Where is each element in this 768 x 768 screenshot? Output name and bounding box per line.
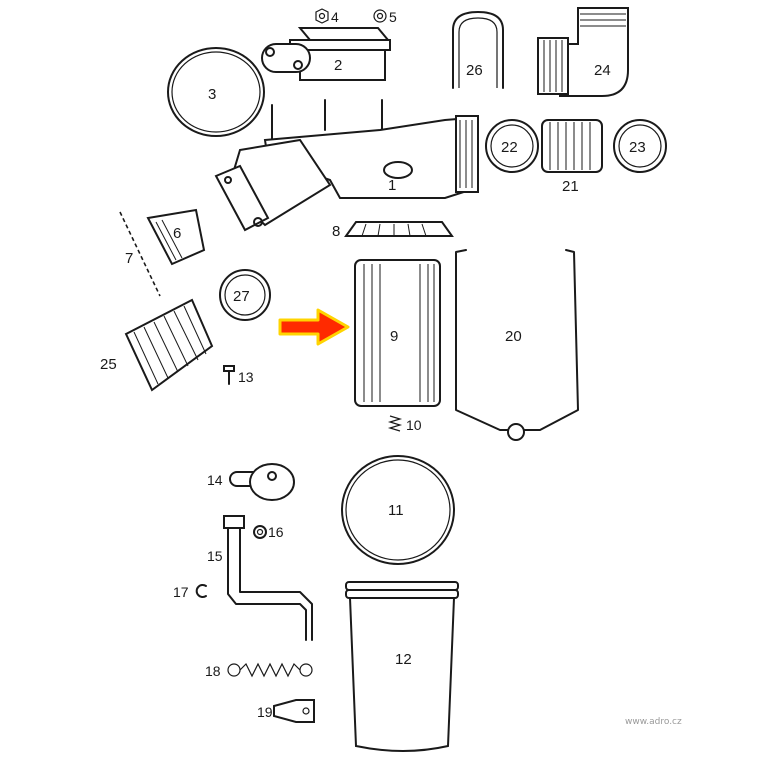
part-24-elbow-hose xyxy=(537,7,629,97)
part-5-washer xyxy=(373,9,387,23)
label-part-12: 12 xyxy=(395,651,412,668)
label-part-22: 22 xyxy=(501,139,518,156)
part-20-wire-clip xyxy=(455,249,579,441)
label-part-21: 21 xyxy=(562,178,579,195)
label-part-1: 1 xyxy=(388,177,396,194)
label-part-2: 2 xyxy=(334,57,342,74)
part-27-ring xyxy=(219,269,271,321)
label-part-24: 24 xyxy=(594,62,611,79)
label-part-5: 5 xyxy=(389,9,397,25)
part-1-housing xyxy=(214,99,479,232)
part-25-boot xyxy=(124,298,214,392)
label-part-8: 8 xyxy=(332,223,340,240)
part-8-grille xyxy=(344,221,454,237)
label-part-23: 23 xyxy=(629,139,646,156)
part-2-bracket xyxy=(261,27,391,81)
part-3-ring xyxy=(167,47,265,137)
part-22-ring xyxy=(485,119,539,173)
label-part-25: 25 xyxy=(100,356,117,373)
part-18-spring xyxy=(227,662,313,678)
part-17-circlip xyxy=(195,584,207,598)
label-part-13: 13 xyxy=(238,369,254,385)
label-part-10: 10 xyxy=(406,417,422,433)
highlight-arrow xyxy=(278,308,350,346)
part-21-sleeve xyxy=(541,119,603,173)
part-16-nut xyxy=(253,525,267,539)
part-19-plug xyxy=(273,699,315,723)
label-part-3: 3 xyxy=(208,86,216,103)
label-part-17: 17 xyxy=(173,584,189,600)
label-part-18: 18 xyxy=(205,663,221,679)
label-part-14: 14 xyxy=(207,472,223,488)
label-part-27: 27 xyxy=(233,288,250,305)
label-part-15: 15 xyxy=(207,548,223,564)
label-part-19: 19 xyxy=(257,704,273,720)
part-12-filter-bowl xyxy=(345,581,459,752)
label-part-9: 9 xyxy=(390,328,398,345)
part-26-u-bolt xyxy=(452,11,504,89)
part-10-spring xyxy=(387,415,403,432)
part-23-ring xyxy=(613,119,667,173)
part-13-screw xyxy=(223,365,235,385)
label-part-11: 11 xyxy=(388,502,404,519)
part-14-valve xyxy=(229,463,295,501)
label-part-26: 26 xyxy=(466,62,483,79)
part-11-ring xyxy=(341,455,455,565)
part-9-filter-cartridge xyxy=(354,259,441,407)
label-part-7: 7 xyxy=(125,250,133,267)
label-part-4: 4 xyxy=(331,9,339,25)
part-15-drain-pipe xyxy=(223,515,313,641)
part-7-rod xyxy=(119,211,161,297)
label-part-16: 16 xyxy=(268,524,284,540)
part-6-adapter xyxy=(146,208,206,266)
label-part-6: 6 xyxy=(173,225,181,242)
label-part-20: 20 xyxy=(505,328,522,345)
watermark: www.adro.cz xyxy=(625,717,682,727)
part-4-nut xyxy=(315,8,329,24)
